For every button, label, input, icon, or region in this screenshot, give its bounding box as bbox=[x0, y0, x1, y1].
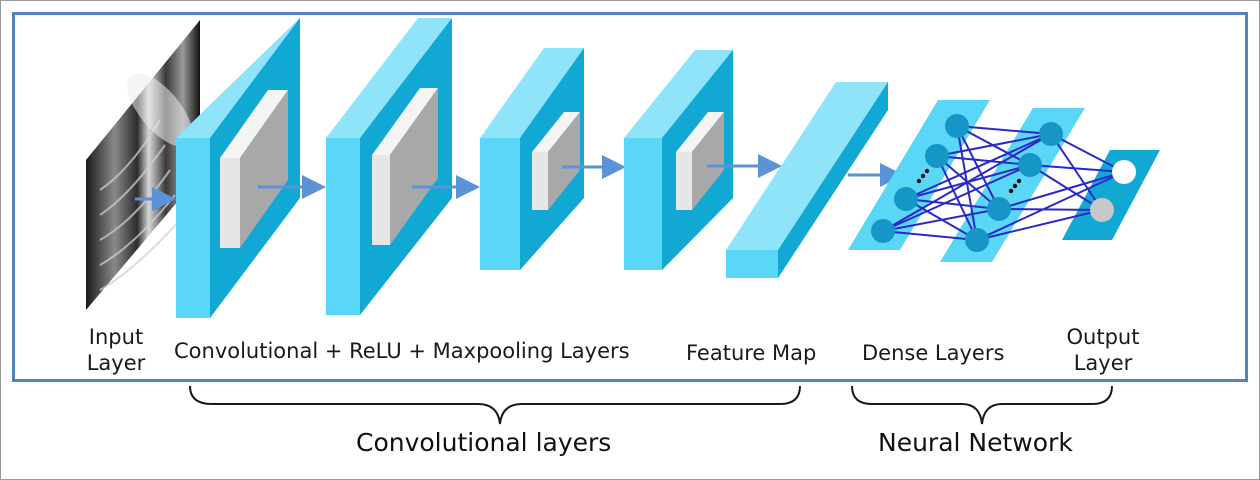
kernel-4 bbox=[676, 112, 724, 210]
feature-map-label: Feature Map bbox=[686, 341, 817, 365]
neuron bbox=[1018, 153, 1042, 177]
input-layer-label-line2: Layer bbox=[86, 351, 146, 375]
neural-network-group-label: Neural Network bbox=[878, 428, 1073, 457]
kernel-3 bbox=[532, 112, 580, 210]
conv-block-4 bbox=[624, 50, 733, 270]
dense-layer-2-neurons bbox=[965, 122, 1063, 252]
output-layer-label-line2: Layer bbox=[1073, 351, 1133, 375]
conv-layers-label: Convolutional + ReLU + Maxpooling Layers bbox=[174, 339, 630, 363]
brace-convolutional bbox=[189, 385, 801, 425]
ellipsis-dots-1 bbox=[916, 168, 930, 184]
dense-layer-1-neurons bbox=[871, 114, 969, 243]
neuron bbox=[965, 228, 989, 252]
output-layer-label: Output Layer bbox=[1058, 324, 1148, 376]
xray-input-image bbox=[86, 20, 200, 310]
diagram-border bbox=[12, 12, 1248, 382]
kernel-2 bbox=[372, 88, 438, 245]
neuron bbox=[894, 187, 918, 211]
kernel-1 bbox=[220, 90, 288, 248]
conv-block-1 bbox=[176, 18, 300, 318]
output-neuron-1 bbox=[1112, 160, 1136, 184]
output-layer-label-line1: Output bbox=[1066, 325, 1140, 349]
convolutional-layers-group-label: Convolutional layers bbox=[356, 428, 612, 457]
dense-layers-label: Dense Layers bbox=[862, 341, 1005, 365]
neuron bbox=[871, 219, 895, 243]
conv-block-2 bbox=[326, 18, 452, 315]
neuron bbox=[987, 197, 1011, 221]
neuron bbox=[1039, 122, 1063, 146]
input-layer-label: Input Layer bbox=[80, 324, 152, 376]
feature-map-bar bbox=[726, 82, 888, 278]
neuron bbox=[945, 114, 969, 138]
input-layer-label-line1: Input bbox=[88, 325, 144, 349]
brace-neural-network bbox=[851, 385, 1113, 425]
dense-layer-plane-2 bbox=[940, 108, 1085, 262]
conv-block-3 bbox=[480, 48, 584, 270]
neuron bbox=[925, 144, 949, 168]
ellipsis-dots-2 bbox=[1008, 178, 1022, 194]
output-neuron-2 bbox=[1090, 198, 1114, 222]
dense-connections bbox=[882, 125, 1125, 241]
